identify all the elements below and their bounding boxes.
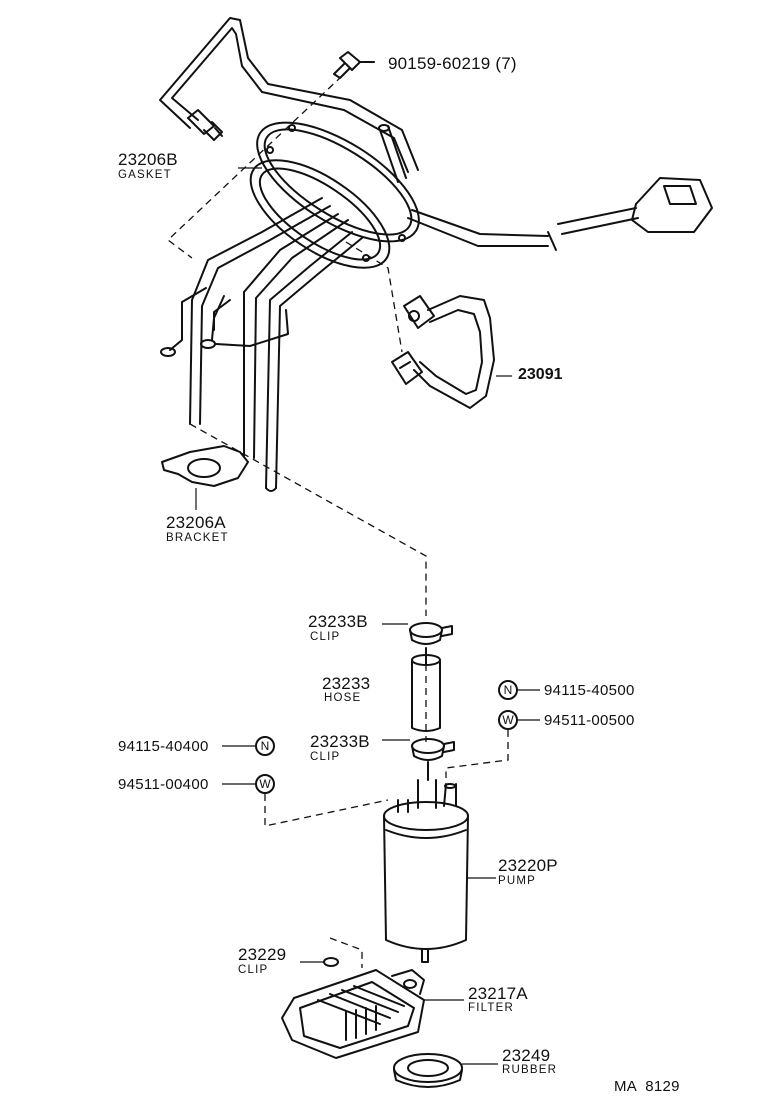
clip-lower-part-name: CLIP — [310, 751, 341, 763]
gasket-part-number: 23206B — [118, 150, 178, 169]
pump-part-number: 23220P — [498, 856, 558, 875]
gasket-icon — [249, 159, 391, 269]
sender-gauge-assembly — [159, 17, 713, 492]
rubber-icon — [393, 1053, 463, 1088]
svg-text:N: N — [504, 683, 513, 697]
washer-w-icon-right — [498, 710, 518, 730]
clip-upper-part-number: 23233B — [308, 612, 368, 631]
filter-part-number: 23217A — [468, 984, 528, 1003]
leader-lines — [195, 167, 540, 1065]
pipe-part-number: 23091 — [518, 366, 563, 383]
filter-icon — [281, 969, 425, 1059]
filter-part-name: FILTER — [468, 1002, 514, 1014]
svg-text:W: W — [502, 713, 514, 727]
diagram-id: MA 8129 — [614, 1078, 680, 1095]
pipe-23091-icon — [391, 295, 495, 409]
nut-right-part-number: 94115-40500 — [544, 682, 635, 699]
clip-small-part-name: CLIP — [238, 964, 269, 976]
svg-text:N: N — [261, 739, 270, 753]
pump-part-name: PUMP — [498, 875, 537, 887]
clip-upper-icon — [409, 622, 453, 665]
gasket-part-name: GASKET — [118, 169, 172, 181]
assembly-guide-lines — [166, 75, 509, 968]
clip-upper-part-name: CLIP — [310, 631, 341, 643]
fuel-pump-icon — [383, 779, 469, 963]
bracket-icon — [161, 445, 249, 487]
clip-small-part-number: 23229 — [238, 945, 287, 964]
clip-lower-icon — [411, 738, 455, 781]
rubber-part-number: 23249 — [502, 1046, 551, 1065]
bracket-part-name: BRACKET — [166, 532, 229, 544]
clip-small-icon — [323, 957, 339, 967]
washer-left-part-number: 94511-00400 — [118, 776, 209, 793]
nut-n-icon-right — [498, 680, 518, 700]
washer-right-part-number: 94511-00500 — [544, 712, 635, 729]
bracket-part-number: 23206A — [166, 513, 226, 532]
clip-lower-part-number: 23233B — [310, 732, 370, 751]
screw-part-number: 90159-60219 (7) — [388, 54, 517, 73]
screw-icon — [333, 51, 375, 79]
nut-left-part-number: 94115-40400 — [118, 738, 209, 755]
svg-text:W: W — [259, 777, 271, 791]
rubber-part-name: RUBBER — [502, 1064, 558, 1076]
hose-part-number: 23233 — [322, 674, 371, 693]
hose-part-name: HOSE — [324, 692, 362, 704]
